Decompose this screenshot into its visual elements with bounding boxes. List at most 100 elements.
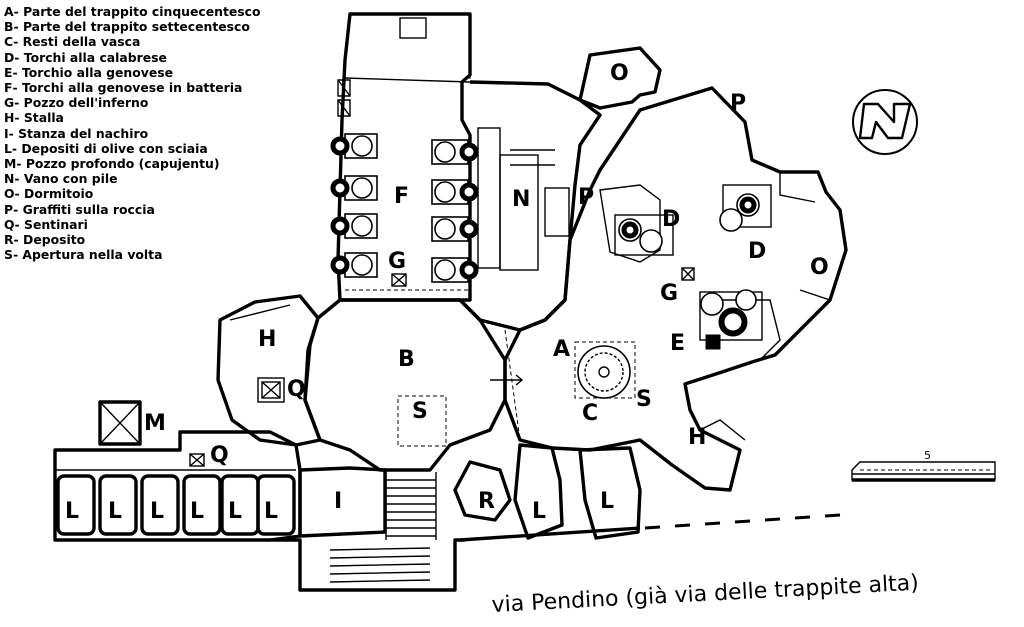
room-label-l2: L <box>108 499 122 524</box>
room-label-f: F <box>394 184 409 209</box>
legend-code: G <box>4 95 15 111</box>
olive-storage-cells <box>56 474 296 536</box>
legend-separator: - <box>8 125 14 141</box>
legend-text: Torchi alla genovese in batteria <box>21 80 243 96</box>
legend-item-r: R- Deposito <box>4 232 261 247</box>
legend-text: Pozzo profondo (capujentu) <box>25 156 220 172</box>
legend-separator: - <box>13 232 19 248</box>
room-label-r: R <box>478 489 495 514</box>
legend-text: Stanza del nachiro <box>18 125 149 141</box>
legend-separator: - <box>13 4 19 19</box>
room-labels: A B C D D E F G G H H I L L L L L L L L … <box>65 61 829 524</box>
legend-code: A <box>4 4 14 19</box>
legend-separator: - <box>12 80 18 96</box>
legend-separator: - <box>13 19 19 35</box>
north-arrow-icon <box>852 89 918 155</box>
legend-code: I <box>4 125 9 141</box>
press-d-right <box>719 184 772 232</box>
room-label-l1: L <box>65 499 79 524</box>
legend-code: L <box>4 140 12 156</box>
legend-text: Depositi di olive con sciaia <box>21 140 208 156</box>
legend-text: Apertura nella volta <box>22 247 163 263</box>
legend-item-c: C- Resti della vasca <box>4 34 261 49</box>
legend-code: H <box>4 110 15 126</box>
legend-text: Deposito <box>23 232 86 248</box>
legend-code: Q <box>4 216 15 232</box>
scale-bar-label: 5 <box>924 449 931 462</box>
room-label-g2: G <box>660 281 678 306</box>
legend-code: D <box>4 49 15 65</box>
legend-text: Vano con pile <box>23 171 118 187</box>
presses-battery-f <box>330 79 479 283</box>
legend-code: N <box>4 171 15 187</box>
legend-item-g: G- Pozzo dell'inferno <box>4 95 261 110</box>
legend-item-q: Q- Sentinari <box>4 217 261 232</box>
legend-separator: - <box>14 216 20 232</box>
room-label-d2: D <box>748 239 766 264</box>
legend-item-o: O- Dormitoio <box>4 186 261 201</box>
room-label-s1: S <box>412 399 428 424</box>
legend-item-e: E- Torchio alla genovese <box>4 65 261 80</box>
press-f-right-1 <box>431 139 479 165</box>
room-label-l8: L <box>600 489 614 514</box>
room-label-c: C <box>582 401 598 426</box>
press-d-left <box>614 214 674 256</box>
legend-code: E <box>4 64 13 80</box>
legend-text: Dormitoio <box>24 186 94 202</box>
room-label-i: I <box>334 489 342 514</box>
legend-separator: - <box>12 64 18 80</box>
legend-separator: - <box>14 171 20 187</box>
press-f-right-3 <box>431 216 479 242</box>
presses-d <box>614 184 772 256</box>
room-label-m: M <box>144 411 166 436</box>
legend-item-s: S- Apertura nella volta <box>4 247 261 262</box>
legend-code: P <box>4 201 14 217</box>
legend-separator: - <box>14 186 20 202</box>
room-label-h1: H <box>258 327 276 352</box>
room-label-g1: G <box>388 249 406 274</box>
room-label-l3: L <box>150 499 164 524</box>
legend-separator: - <box>14 49 20 65</box>
room-label-p2: P <box>578 185 594 210</box>
legend-text: Parte del trappito cinquecentesco <box>23 4 261 19</box>
legend-code: F <box>4 80 13 96</box>
legend-item-m: M- Pozzo profondo (capujentu) <box>4 156 261 171</box>
legend-separator: - <box>14 95 20 111</box>
legend-text: Graffiti sulla roccia <box>22 201 155 217</box>
press-f-left-3 <box>330 213 378 239</box>
legend-text: Pozzo dell'inferno <box>23 95 149 111</box>
room-label-l4: L <box>190 499 204 524</box>
legend-item-i: I- Stanza del nachiro <box>4 126 261 141</box>
room-label-a: A <box>553 337 570 362</box>
room-label-b: B <box>398 347 415 372</box>
legend-code: S <box>4 247 13 263</box>
legend-item-h: H- Stalla <box>4 110 261 125</box>
legend-item-f: F- Torchi alla genovese in batteria <box>4 80 261 95</box>
room-label-l5: L <box>228 499 242 524</box>
legend-code: R <box>4 232 14 248</box>
legend-text: Resti della vasca <box>22 34 141 50</box>
legend-text: Torchi alla calabrese <box>23 49 167 65</box>
room-label-o2: O <box>810 255 829 280</box>
legend-item-d: D- Torchi alla calabrese <box>4 50 261 65</box>
legend-item-b: B- Parte del trappito settecentesco <box>4 19 261 34</box>
press-f-left-4 <box>330 252 378 278</box>
legend-separator: - <box>11 140 18 156</box>
scale-bar: 5 <box>851 449 996 482</box>
legend-separator: - <box>12 247 19 263</box>
room-label-q1: Q <box>287 377 306 402</box>
press-e <box>699 289 763 350</box>
plan-walls <box>53 12 848 592</box>
legend-text: Sentinari <box>24 216 88 232</box>
millstone-basin-c <box>574 341 636 399</box>
legend-code: O <box>4 186 15 202</box>
legend-item-l: L- Depositi di olive con sciaia <box>4 141 261 156</box>
room-label-d1: D <box>662 207 680 232</box>
legend-item-n: N- Vano con pile <box>4 171 261 186</box>
room-label-o1: O <box>610 61 629 86</box>
legend-separator: - <box>16 156 22 172</box>
street-label: via Pendino (già via delle trappite alta… <box>491 571 919 618</box>
press-f-left-2 <box>330 175 378 201</box>
